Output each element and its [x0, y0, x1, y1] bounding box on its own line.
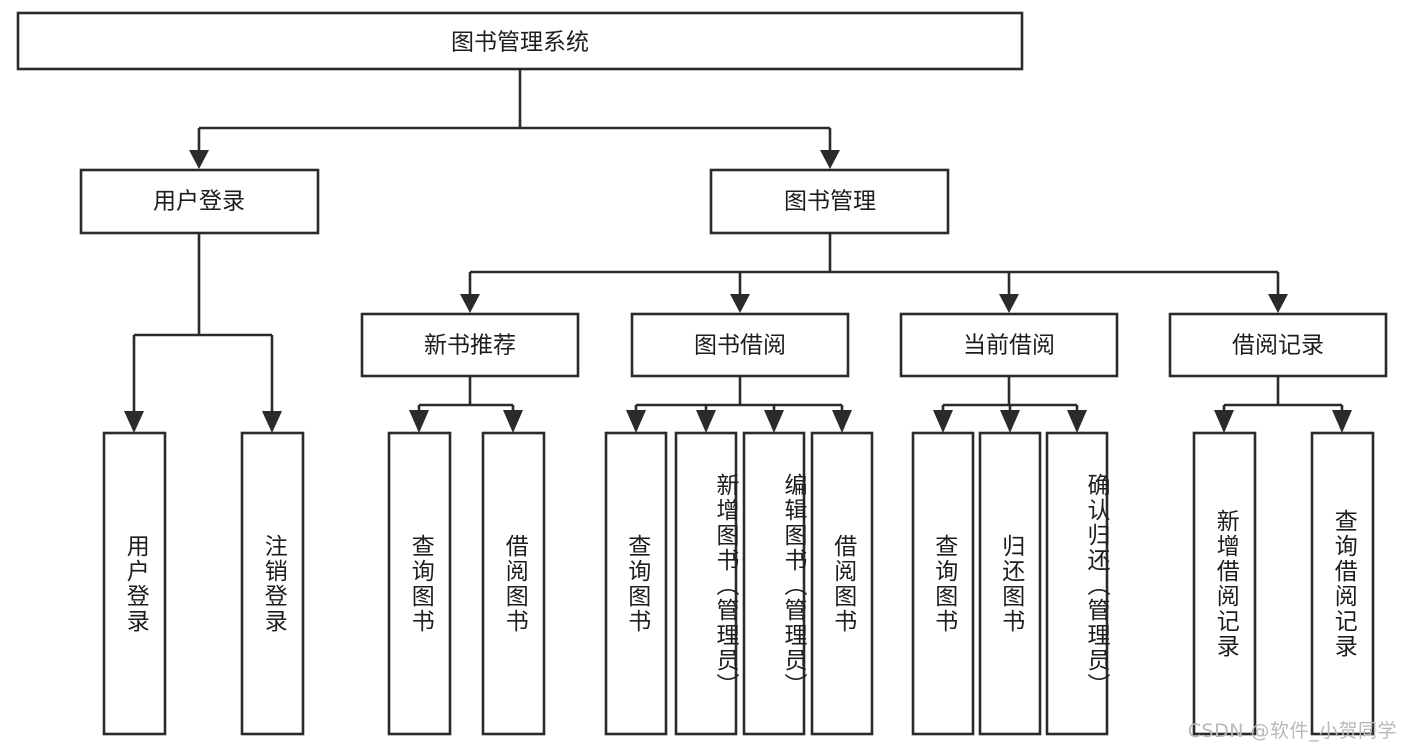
node-leaf-query-book-1-box[interactable]	[387, 431, 452, 736]
node-leaf-logout-login-box[interactable]	[240, 431, 305, 736]
node-leaf-edit-book-admin-box[interactable]	[742, 431, 806, 736]
arrow-head-leaf-borrow-book-2	[832, 410, 852, 433]
node-user-login-label: 用户登录	[153, 189, 245, 215]
arrow-head-leaf-add-borrow-record	[1214, 410, 1234, 433]
node-leaf-query-borrow-record-box[interactable]	[1310, 431, 1375, 736]
node-current-borrow-box[interactable]	[899, 312, 1119, 378]
node-leaf-query-book-3-box[interactable]	[911, 431, 975, 736]
node-borrow-record-box[interactable]	[1168, 312, 1388, 378]
arrow-head-leaf-confirm-return-admin	[1067, 410, 1087, 433]
node-book-management-label: 图书管理	[784, 189, 876, 215]
arrow-head-book-borrow	[730, 294, 750, 313]
connector-layer	[124, 69, 1352, 433]
node-current-borrow-label: 当前借阅	[963, 333, 1055, 359]
arrow-head-leaf-return-book	[1000, 410, 1020, 433]
node-new-book-recommend-box[interactable]	[360, 312, 580, 378]
node-user-login-box[interactable]	[79, 168, 320, 235]
node-leaf-add-book-admin-box[interactable]	[674, 431, 738, 736]
arrow-head-leaf-logout-login	[262, 411, 282, 433]
arrow-head-leaf-edit-book-admin	[764, 410, 784, 433]
arrow-head-leaf-query-borrow-record	[1332, 410, 1352, 433]
node-leaf-return-book-box[interactable]	[978, 431, 1042, 736]
node-leaf-borrow-book-2-box[interactable]	[810, 431, 874, 736]
arrow-head-current-borrow	[999, 294, 1019, 313]
arrow-head-leaf-borrow-book-1	[503, 410, 523, 433]
node-leaf-user-login-box[interactable]	[102, 431, 167, 736]
arrow-head-borrow-record	[1268, 294, 1288, 313]
arrow-head-leaf-query-book-2	[626, 410, 646, 433]
node-layer: 图书管理系统 用户登录 图书管理 新书推荐 图书借阅 当前借阅 借阅记录	[16, 11, 1388, 736]
node-leaf-confirm-return-admin-box[interactable]	[1045, 431, 1109, 736]
node-leaf-borrow-book-1-box[interactable]	[481, 431, 546, 736]
arrow-head-leaf-user-login	[124, 411, 144, 433]
arrow-head-leaf-add-book-admin	[696, 410, 716, 433]
node-book-borrow-box[interactable]	[630, 312, 850, 378]
node-new-book-recommend-label: 新书推荐	[424, 333, 516, 359]
arrow-head-new-book-recommend	[460, 294, 480, 313]
node-borrow-record-label: 借阅记录	[1232, 333, 1324, 359]
arrow-head-book-management	[820, 150, 840, 169]
arrow-head-leaf-query-book-1	[409, 410, 429, 433]
node-leaf-query-book-2-box[interactable]	[604, 431, 668, 736]
arrow-head-leaf-query-book-3	[933, 410, 953, 433]
csdn-watermark: CSDN @软件_小贺同学	[1187, 720, 1397, 742]
node-leaf-add-borrow-record-box[interactable]	[1192, 431, 1257, 736]
node-root-label: 图书管理系统	[451, 30, 589, 56]
node-book-borrow-label: 图书借阅	[694, 333, 786, 359]
arrow-head-user-login	[189, 150, 209, 169]
node-root-box[interactable]	[16, 11, 1024, 71]
node-book-management-box[interactable]	[709, 168, 950, 235]
